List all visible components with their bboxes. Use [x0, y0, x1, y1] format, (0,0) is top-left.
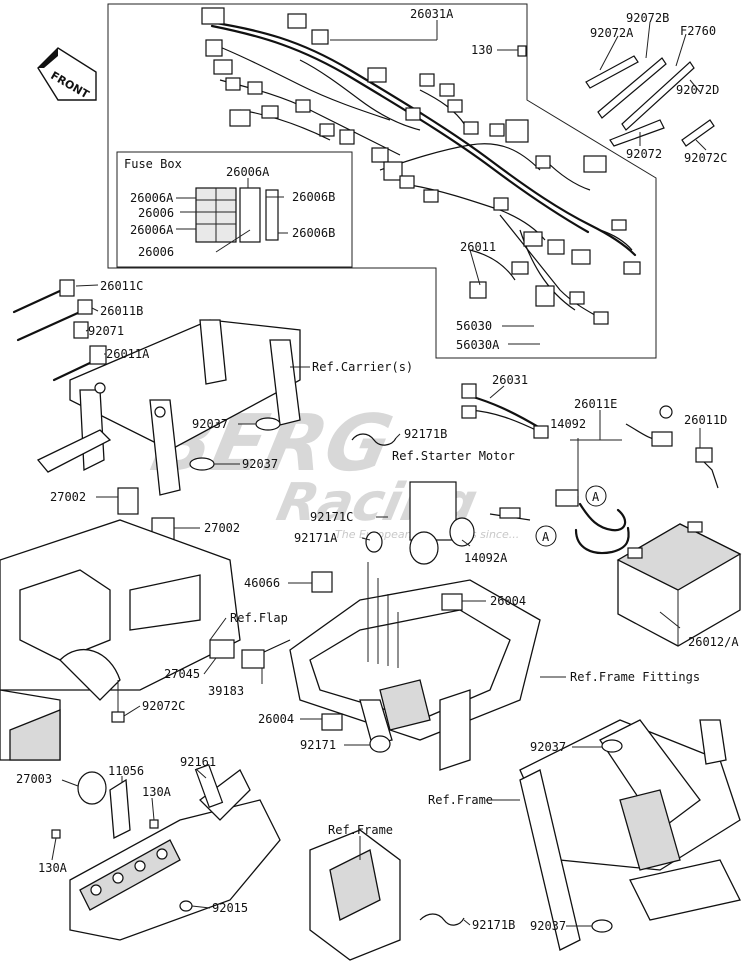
label-26012A: 26012/A — [688, 635, 739, 649]
label-46066: 46066 — [244, 576, 280, 590]
label-fb-26006B-2: 26006B — [292, 226, 335, 240]
label-27002-a: 27002 — [50, 490, 86, 504]
label-56030: 56030 — [456, 319, 492, 333]
callout-a-label-1: A — [592, 490, 600, 504]
grommet-92037-a — [255, 417, 281, 431]
label-ref-frame-a: Ref.Frame — [428, 793, 493, 807]
label-14092A: 14092A — [464, 551, 508, 565]
fuse-box-graphic — [195, 187, 279, 243]
part-labels: 26031A 130 92072A 92072B F2760 92072D 92… — [16, 7, 739, 933]
label-27002-b: 27002 — [204, 521, 240, 535]
label-ref-frame-fittings: Ref.Frame Fittings — [570, 670, 700, 684]
label-92072: 92072 — [626, 147, 662, 161]
label-26011B: 26011B — [100, 304, 143, 318]
front-arrow-icon: FRONT — [37, 47, 97, 101]
label-27003: 27003 — [16, 772, 52, 786]
fuse-box-title: Fuse Box — [124, 157, 182, 171]
label-130-top: 130 — [471, 43, 493, 57]
label-26011C: 26011C — [100, 279, 143, 293]
label-92037-d: 92037 — [530, 919, 566, 933]
label-26004-a: 26004 — [490, 594, 526, 608]
label-ref-frame-b: Ref.Frame — [328, 823, 393, 837]
callout-a-circle-1 — [585, 485, 607, 507]
center-tray — [289, 562, 541, 771]
battery-26012a — [616, 521, 742, 647]
right-frame — [519, 719, 741, 951]
harness-group-outline — [107, 3, 657, 359]
label-26011: 26011 — [460, 240, 496, 254]
label-fb-26006-2: 26006 — [138, 245, 174, 259]
label-92072C-b: 92072C — [142, 699, 185, 713]
label-ref-starter-motor: Ref.Starter Motor — [392, 449, 515, 463]
relay-27002-a — [117, 487, 139, 515]
bottom-center-frame — [309, 829, 465, 961]
label-ref-flap: Ref.Flap — [230, 611, 288, 625]
leader-lines — [51, 20, 707, 927]
label-27045: 27045 — [164, 667, 200, 681]
label-130A-a: 130A — [142, 785, 172, 799]
label-92171B-b: 92171B — [472, 918, 515, 932]
label-92072D: 92072D — [676, 83, 719, 97]
label-fb-26006A-top: 26006A — [226, 165, 270, 179]
label-92037-a: 92037 — [192, 417, 228, 431]
label-26004-b: 26004 — [258, 712, 294, 726]
callout-a-circle-2 — [535, 525, 557, 547]
label-56030A: 56030A — [456, 338, 500, 352]
label-92037-b: 92037 — [242, 457, 278, 471]
label-fb-26006A-1: 26006A — [130, 191, 174, 205]
left-tray — [0, 519, 241, 761]
label-92037-c: 92037 — [530, 740, 566, 754]
label-92071: 92071 — [88, 324, 124, 338]
label-92072C-top: 92072C — [684, 151, 727, 165]
bottom-left-frame — [51, 764, 281, 941]
grommet-92037-b — [189, 457, 215, 471]
flap-switch-group — [209, 639, 291, 669]
label-92072A: 92072A — [590, 26, 634, 40]
label-F2760: F2760 — [680, 24, 716, 38]
label-fb-26006A-2: 26006A — [130, 223, 174, 237]
main-wire-harness — [201, 7, 641, 325]
label-26031A: 26031A — [410, 7, 454, 21]
label-92015: 92015 — [212, 901, 248, 915]
label-92171B-a: 92171B — [404, 427, 447, 441]
label-92171A: 92171A — [294, 531, 338, 545]
label-92171C: 92171C — [310, 510, 353, 524]
callout-a-label-2: A — [542, 530, 550, 544]
label-fb-26006B-1: 26006B — [292, 190, 335, 204]
battery-cable-group — [555, 405, 719, 555]
label-92072B: 92072B — [626, 11, 669, 25]
label-92171: 92171 — [300, 738, 336, 752]
sub-harness-26031 — [461, 383, 549, 439]
label-26011D: 26011D — [684, 413, 727, 427]
sub-harnesses-left — [12, 279, 107, 382]
label-ref-carriers: Ref.Carrier(s) — [312, 360, 413, 374]
label-26031: 26031 — [492, 373, 528, 387]
label-130A-b: 130A — [38, 861, 68, 875]
fuse-box-inset — [116, 151, 353, 268]
label-fb-26006-1: 26006 — [138, 206, 174, 220]
label-26011E: 26011E — [574, 397, 617, 411]
label-11056: 11056 — [108, 764, 144, 778]
clamp-92171b-a — [351, 433, 397, 446]
cable-ties — [517, 45, 715, 147]
label-14092: 14092 — [550, 417, 586, 431]
label-26011A: 26011A — [106, 347, 150, 361]
carrier-frame — [36, 319, 301, 496]
label-92161: 92161 — [180, 755, 216, 769]
label-39183: 39183 — [208, 684, 244, 698]
starter-relay-group — [365, 481, 531, 565]
